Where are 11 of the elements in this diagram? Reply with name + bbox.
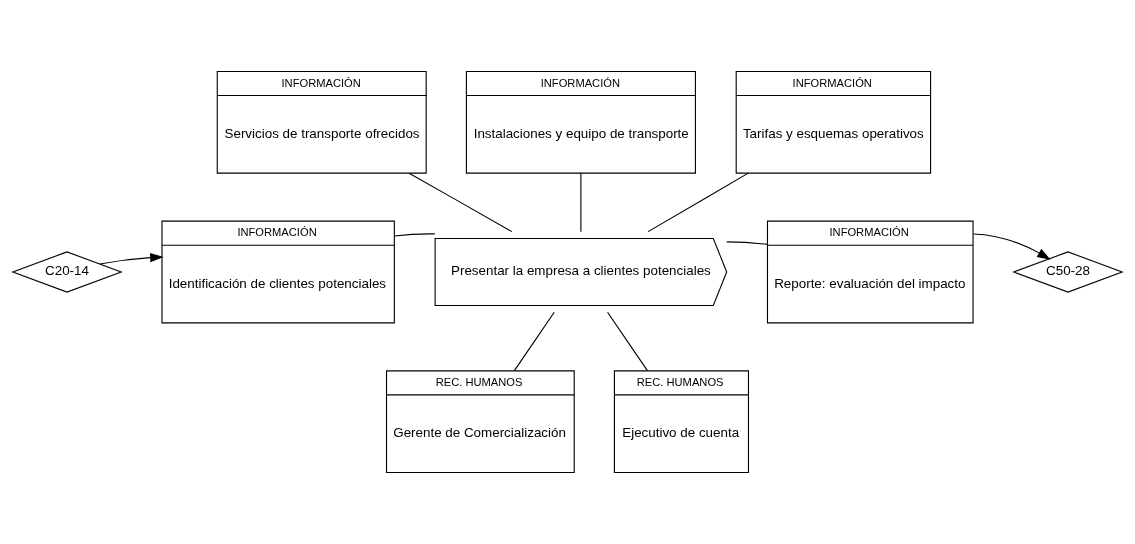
- arrow: [99, 252, 164, 265]
- arrow: [972, 233, 1051, 260]
- node-diamond: C50-28: [1012, 251, 1124, 293]
- connector: [607, 311, 648, 372]
- connector: [647, 172, 749, 233]
- connector: [408, 172, 513, 233]
- node-diamond: C20-14: [11, 251, 123, 293]
- connector: [513, 311, 555, 372]
- connector: [580, 172, 582, 233]
- connector: [726, 241, 768, 245]
- connector: [393, 233, 436, 237]
